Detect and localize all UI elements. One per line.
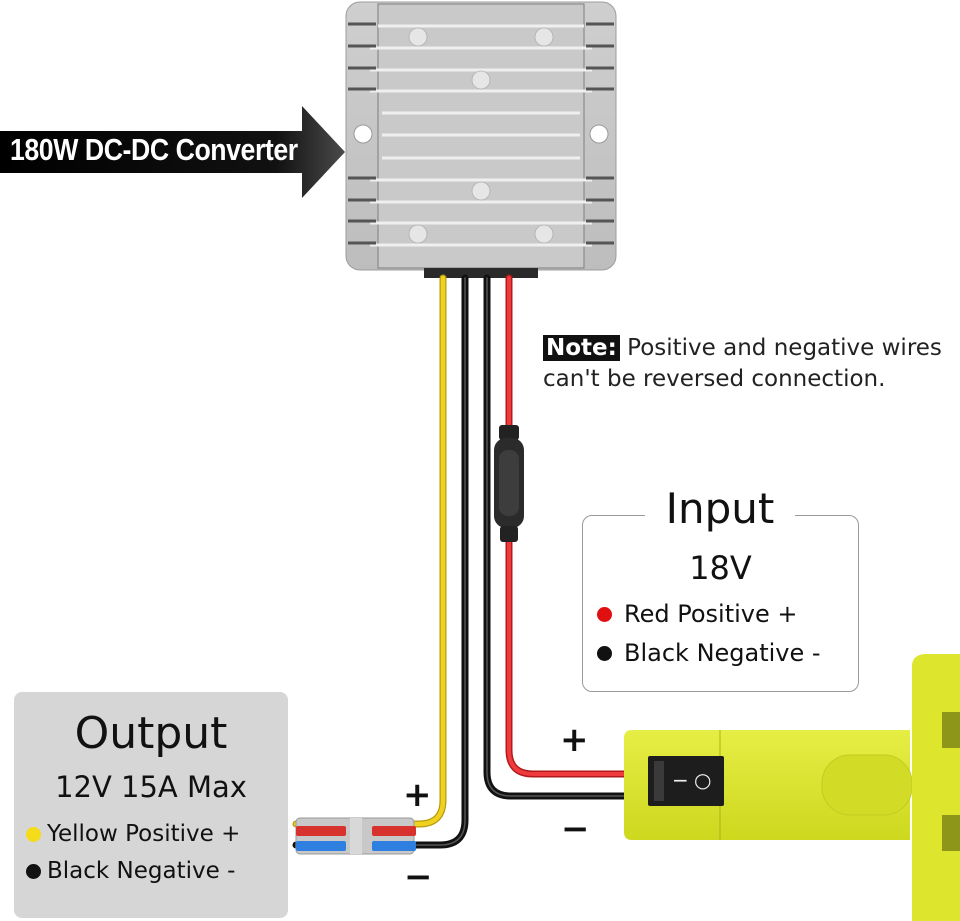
input-legend-positive: Red Positive + [597,599,797,629]
output-panel [14,692,288,918]
black-dot-icon [26,863,41,879]
switch-off-symbol: − [672,768,689,792]
switch-on-symbol: ○ [694,768,712,792]
mount-hole-left [353,124,373,144]
dc-dc-converter [345,1,617,278]
wire-yellow [292,274,447,828]
output-title: Output [74,708,228,759]
input-plus-sign: + [560,720,589,760]
input-title: Input [645,483,795,535]
input-legend-positive-label: Red Positive + [624,600,798,628]
output-legend-negative: Black Negative - [26,856,235,886]
output-legend-positive-label: Yellow Positive + [47,821,241,847]
note: Note: Positive and negative wires can't … [543,333,942,395]
yellow-dot-icon [26,826,41,842]
output-minus-sign: − [404,857,433,897]
input-minus-sign: − [561,809,590,849]
lever-wire-connector [295,817,416,855]
output-legend-positive: Yellow Positive + [26,819,240,849]
mount-hole-right [589,124,609,144]
rocker-switch[interactable] [648,756,724,806]
output-legend-negative-label: Black Negative - [47,858,236,884]
note-tag: Note: [543,335,620,361]
screw-heads [408,27,554,244]
inline-fuse-holder [494,425,524,542]
input-legend-negative-label: Black Negative - [624,639,821,667]
black-dot-icon [597,645,612,661]
cable-gland [424,268,538,278]
output-spec: 12V 15A Max [55,770,247,804]
note-text-line1: Positive and negative wires [627,335,942,361]
note-text-line2: can't be reversed connection. [543,366,886,392]
battery-adapter [624,654,960,921]
converter-label: 180W DC-DC Converter [10,132,298,167]
wires [292,274,628,849]
converter-arrow [0,106,345,198]
output-plus-sign: + [403,775,432,815]
input-spec: 18V [689,549,752,587]
input-legend-negative: Black Negative - [597,638,821,668]
red-dot-icon [597,606,612,622]
